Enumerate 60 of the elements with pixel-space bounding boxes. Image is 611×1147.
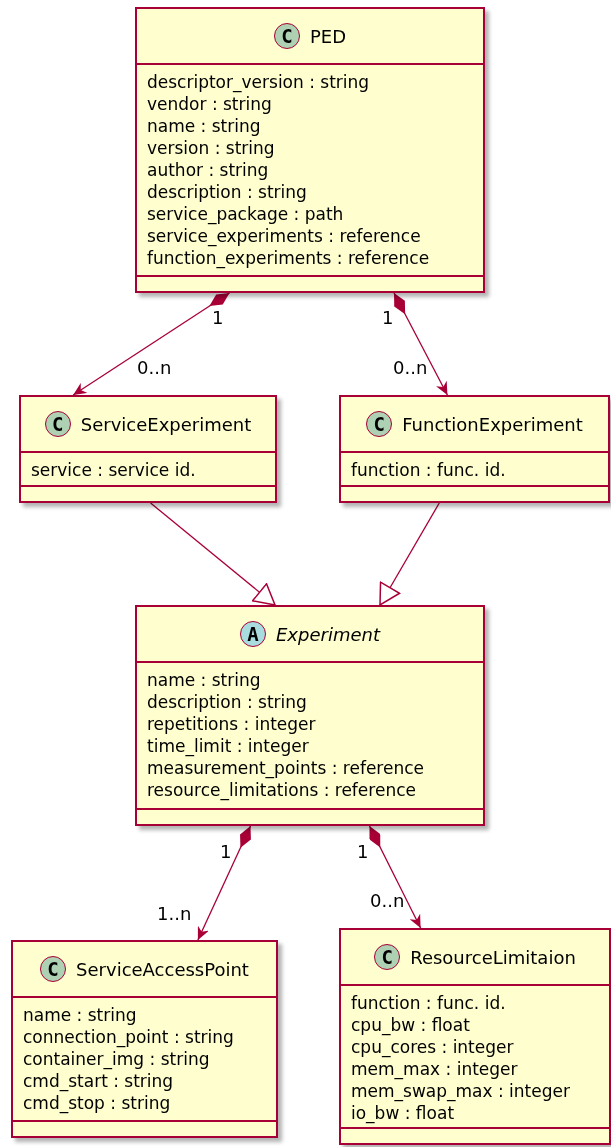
class-box: [135, 605, 485, 826]
attribute-text: function_experiments : reference: [147, 247, 430, 269]
attribute-text: repetitions : integer: [147, 713, 317, 735]
association-arrow: [149, 502, 276, 606]
class-box: [339, 395, 610, 503]
multiplicity-label: 1: [382, 308, 394, 328]
association-arrow: [379, 502, 440, 606]
class-box: [339, 928, 611, 1145]
class-type-marker: C: [40, 956, 67, 982]
class-name: ResourceLimitaion: [410, 946, 576, 968]
attribute-text: vendor : string: [147, 93, 273, 115]
attribute-text: descriptor_version : string: [147, 71, 371, 93]
attribute-text: name : string: [147, 669, 262, 691]
attribute-text: mem_swap_max : integer: [351, 1080, 570, 1102]
class-name: PED: [309, 25, 347, 47]
attribute-text: function : func. id.: [351, 459, 506, 481]
class-box: [135, 7, 485, 293]
association-arrow: [72, 292, 231, 396]
attribute-text: cmd_stop : string: [23, 1092, 172, 1114]
attribute-text: description : string: [147, 691, 308, 713]
class-type-marker: C: [44, 411, 71, 437]
class-type-marker: C: [366, 411, 393, 437]
attribute-text: measurement_points : reference: [147, 757, 425, 779]
class-box: [19, 395, 277, 503]
attribute-text: version : string: [147, 137, 276, 159]
class-name: Experiment: [276, 623, 380, 645]
attribute-text: service_package : path: [147, 203, 345, 225]
class-name: FunctionExperiment: [402, 413, 583, 435]
attribute-text: container_img : string: [23, 1048, 211, 1070]
attribute-text: author : string: [147, 159, 270, 181]
class-name: ServiceAccessPoint: [76, 958, 249, 980]
attribute-text: time_limit : integer: [147, 735, 310, 757]
attribute-text: cpu_bw : float: [351, 1014, 471, 1036]
class-box: [11, 940, 278, 1138]
multiplicity-label: 1: [212, 308, 224, 328]
multiplicity-label: 1..n: [157, 904, 192, 924]
attribute-text: function : func. id.: [351, 992, 507, 1014]
attribute-text: service : service id.: [31, 459, 196, 481]
attribute-text: mem_max : integer: [351, 1058, 519, 1080]
multiplicity-label: 0..n: [393, 358, 428, 378]
attribute-text: io_bw : float: [351, 1102, 456, 1124]
class-type-marker: A: [240, 621, 266, 647]
attribute-text: name : string: [147, 115, 262, 137]
attribute-text: cpu_cores : integer: [351, 1036, 515, 1058]
attribute-text: description : string: [147, 181, 308, 203]
multiplicity-label: 1: [220, 842, 232, 862]
association-arrow: [393, 292, 449, 396]
association-arrow: [368, 825, 422, 929]
class-name: ServiceExperiment: [80, 413, 252, 435]
attribute-text: connection_point : string: [23, 1026, 234, 1048]
attribute-text: service_experiments : reference: [147, 225, 422, 247]
class-type-marker: C: [374, 944, 401, 970]
attribute-text: cmd_start : string: [23, 1070, 175, 1092]
association-arrow: [197, 825, 252, 941]
multiplicity-label: 0..n: [137, 358, 172, 378]
multiplicity-label: 1: [357, 842, 369, 862]
attribute-text: resource_limitations : reference: [147, 779, 417, 801]
attribute-text: name : string: [23, 1004, 138, 1026]
multiplicity-label: 0..n: [370, 891, 405, 911]
class-type-marker: C: [273, 23, 300, 49]
